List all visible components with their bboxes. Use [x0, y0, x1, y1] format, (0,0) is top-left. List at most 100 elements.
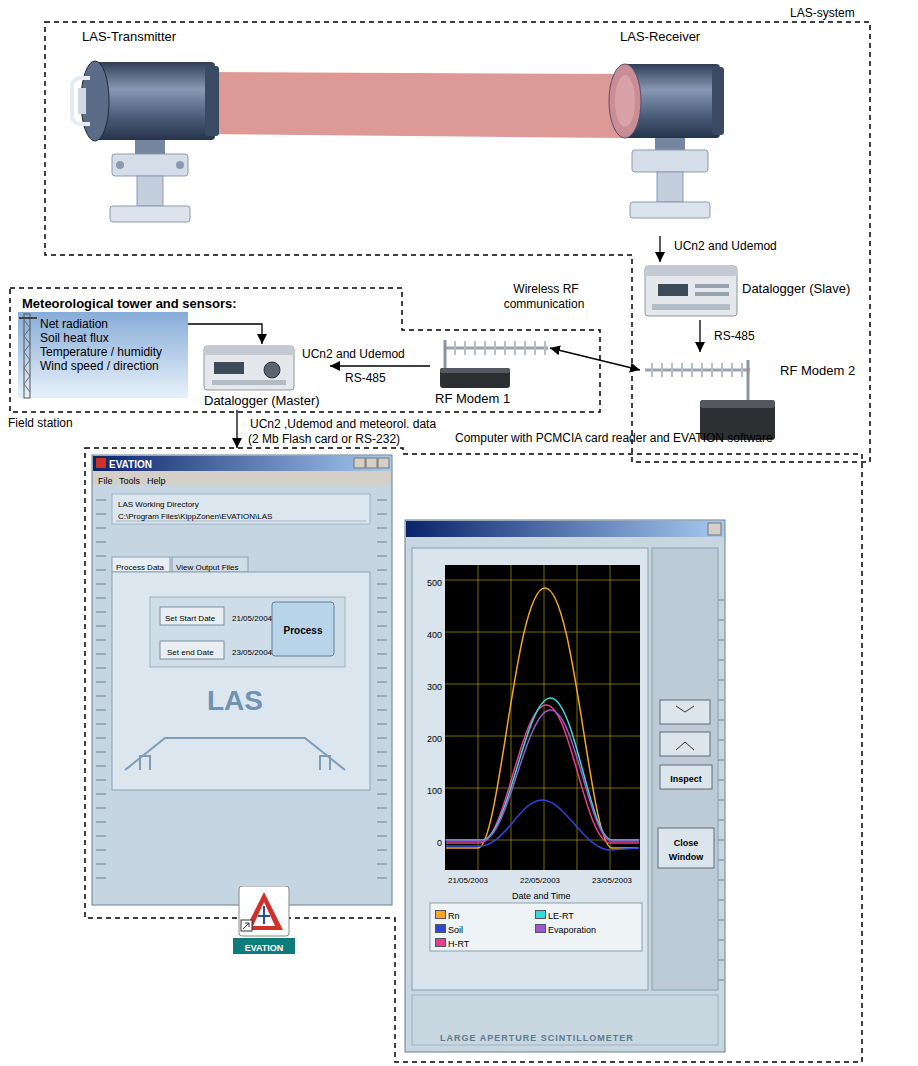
screen-text: Set Start Date [165, 614, 215, 623]
software-window-part [412, 548, 648, 990]
software-window [405, 520, 725, 1052]
receiver-drawing-part [632, 150, 708, 172]
legend-label-slot: LE-RT [548, 908, 574, 922]
software-window-part [446, 705, 639, 843]
screen-text-slot: Inspect [660, 771, 712, 785]
tower-photo [18, 312, 188, 398]
screen-text-slot: Close Window [660, 835, 712, 863]
screen-text: 400 [427, 630, 442, 640]
software-window-part [445, 565, 640, 870]
screen-text: Process Data [116, 563, 164, 572]
screen-text-slot: RS-485 [345, 370, 386, 385]
screen-text: 23/05/2003 [592, 876, 632, 885]
legend-swatch [435, 910, 446, 919]
screen-text: Process [284, 625, 323, 636]
software-window-part [378, 458, 389, 468]
software-window-part [446, 710, 639, 841]
datalogger-drawing [204, 346, 294, 390]
transmitter-drawing-part [110, 206, 190, 222]
legend-label: Soil [448, 925, 463, 935]
transmitter-drawing-part [135, 140, 165, 154]
receiver-drawing-part [615, 75, 635, 127]
software-window-part [160, 607, 224, 625]
node-label-slot: LAS-Transmitter [82, 28, 176, 45]
signal-label: UCn2 and Udemod [300, 347, 407, 361]
screen-text-slot: View Output Files [176, 560, 239, 573]
software-window-part [140, 756, 330, 770]
signal-label-slot: UCn2 and Udemod [672, 238, 779, 253]
program-icon-part [258, 906, 270, 924]
node-label-slot: Computer with PCMCIA card reader and EVA… [455, 430, 773, 445]
software-window-part [112, 557, 170, 572]
screen-text-slot: LAS [180, 684, 290, 722]
node-label: Temperature / humidity [40, 345, 162, 359]
datalogger-drawing-part [658, 284, 688, 296]
software-window-part [160, 641, 224, 659]
screen-text: Close Window [669, 838, 703, 862]
program-icon-part [233, 938, 295, 954]
legend-label: H-RT [448, 939, 469, 949]
software-window-part [405, 520, 725, 1052]
rf-modem: RF Modem 1 [430, 336, 550, 408]
receiver-unit: LAS-Receiver [585, 26, 735, 236]
node-label-slot: Wind speed / direction [40, 358, 159, 373]
node-label-slot: Temperature / humidity [40, 344, 162, 359]
transmitter-drawing-part [72, 78, 90, 124]
signal-label: UCn2 ,Udemod and meteorol. data (2 Mb Fl… [248, 417, 436, 446]
screen-text: LARGE APERTURE SCINTILLOMETER [440, 1033, 634, 1043]
screen-text: Set end Date [167, 648, 214, 657]
receiver-drawing-part [630, 202, 710, 218]
rf-modem-drawing [645, 360, 775, 440]
legend-label-slot: Rn [448, 908, 460, 922]
screen-text: Tools [119, 476, 140, 486]
transmitter-drawing-part [176, 161, 184, 169]
screen-text: C:\Program Files\KippZonen\EVATION\LAS [118, 512, 272, 521]
screen-text: Help [147, 476, 166, 486]
node-label: RF Modem 2 [780, 363, 855, 378]
node-label: LAS-Transmitter [82, 29, 176, 44]
node-label-slot: RF Modem 1 [435, 390, 510, 407]
node-label: Datalogger (Master) [204, 393, 320, 408]
transmitter-drawing-part [78, 88, 86, 114]
datalogger-drawing-part [645, 266, 737, 316]
legend-swatch [535, 924, 546, 933]
receiver-drawing-part [712, 67, 724, 135]
datalogger-slave: Datalogger (Slave) [640, 262, 858, 320]
connector-arrow [699, 320, 700, 352]
screen-text-slot: 500 [414, 575, 442, 589]
software-window-part [708, 523, 721, 535]
screen-text-slot: 100 [414, 783, 442, 797]
software-window-part [660, 700, 710, 724]
rf-modem-drawing-part [652, 363, 742, 377]
screen-text-slot: 22/05/2003 [520, 873, 560, 886]
software-window-part [446, 800, 639, 850]
screen-text: LAS [207, 685, 263, 716]
software-window-part [96, 458, 106, 468]
node-label-slot: Net radiation [40, 316, 108, 331]
receiver-drawing-part [657, 172, 683, 202]
laser-beam [205, 72, 622, 138]
legend-label: Rn [448, 911, 460, 921]
datalogger-drawing-part [695, 292, 729, 296]
software-window-part [676, 742, 694, 750]
signal-label: UCn2 and Udemod [672, 239, 779, 253]
software-window-part [430, 903, 642, 951]
legend-swatch [535, 910, 546, 919]
receiver-drawing [609, 64, 724, 218]
legend-swatch [435, 938, 446, 947]
screen-text-slot: Help [147, 473, 166, 487]
screen-text: EVATION [245, 943, 284, 953]
screen-text: EVATION [109, 459, 152, 470]
software-window-part [660, 765, 712, 789]
rf-modem-drawing-part [455, 341, 545, 355]
software-window-part [112, 494, 370, 524]
screen-text: 100 [427, 786, 442, 796]
screen-text: 500 [427, 578, 442, 588]
screen-text: 22/05/2003 [520, 876, 560, 885]
screen-text-slot: Process Data [116, 560, 164, 573]
rf-modem-drawing-part [445, 347, 548, 350]
datalogger-drawing [645, 266, 737, 316]
transmitter-drawing [72, 61, 219, 222]
dashed-boundary [45, 22, 870, 462]
